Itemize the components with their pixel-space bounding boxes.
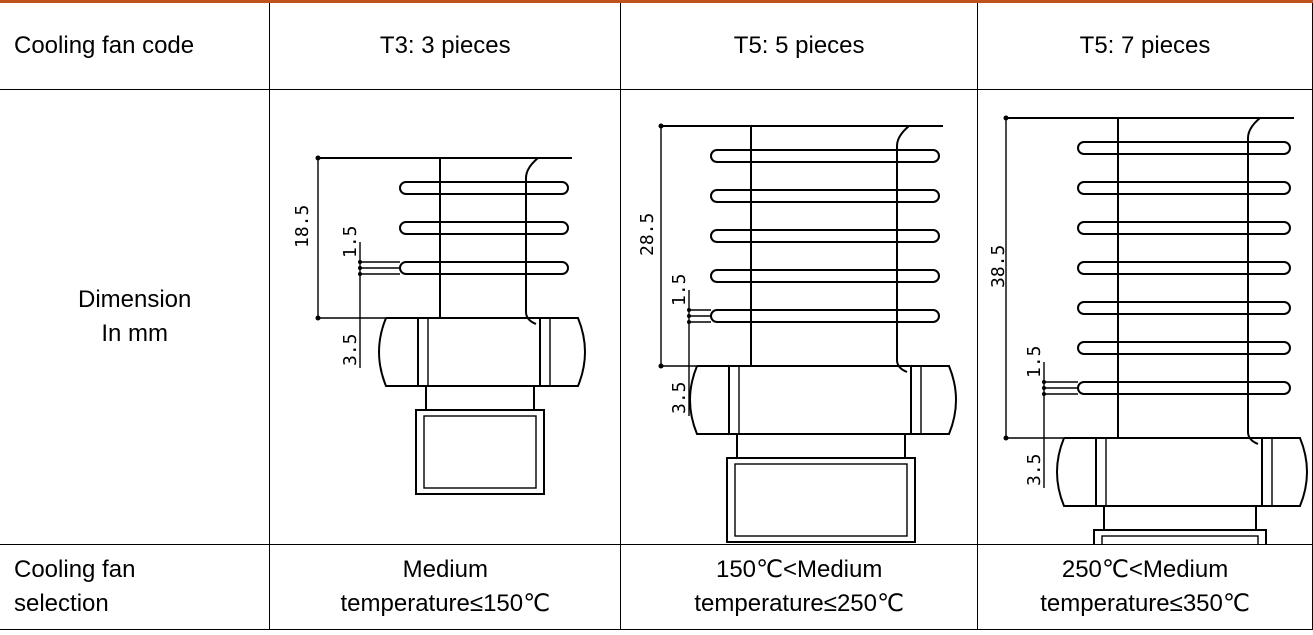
heatsink-fin (399, 221, 570, 235)
heatsink-core-curve (1247, 117, 1261, 445)
heatsink-fin (399, 261, 570, 275)
heatsink-fin (1077, 221, 1292, 235)
selection-t3: Medium temperature≤150℃ (269, 544, 622, 630)
heatsink-fin (1077, 301, 1292, 315)
heatsink-fin (399, 181, 570, 195)
selection-label-line2: selection (14, 590, 109, 617)
heatsink-core-curve (525, 157, 539, 325)
heatsink-fin (1077, 381, 1292, 395)
heatsink-drawing-t5-5: 28.5 1.5 3.5 (637, 123, 958, 543)
drawing-cell-t3: 18.5 1.5 3.5 (269, 89, 622, 545)
top-accent-line (0, 0, 1313, 3)
header-t3: T3: 3 pieces (269, 3, 622, 90)
drawing-cell-t5-7: 38.5 1.5 3.5 (977, 89, 1313, 545)
heatsink-fin (710, 309, 941, 323)
heatsink-fin (710, 189, 941, 203)
threaded-body (1093, 529, 1268, 544)
threaded-body (415, 409, 546, 495)
selection-label-cell: Cooling fan selection (0, 544, 271, 630)
header-row: Cooling fan code T3: 3 pieces T5: 5 piec… (0, 3, 1313, 90)
selection-t3-line1: Medium (402, 556, 488, 583)
hex-nut (378, 317, 587, 387)
threaded-body (726, 457, 917, 543)
threaded-body-inner (1101, 535, 1259, 544)
heatsink-drawing-t5-7: 38.5 1.5 3.5 (988, 115, 1309, 544)
heatsink-fin (1077, 341, 1292, 355)
selection-t5-5-line1: 150℃<Medium (715, 556, 883, 583)
heatsink-fin (1077, 261, 1292, 275)
selection-t5-5: 150℃<Medium temperature≤250℃ (620, 544, 979, 630)
selection-label-line1: Cooling fan (14, 556, 136, 583)
threaded-body-inner (734, 463, 908, 537)
dimension-label-fin: 1.5 (340, 225, 361, 258)
threaded-body-inner (423, 415, 538, 489)
cooling-fan-spec-table: Cooling fan code T3: 3 pieces T5: 5 piec… (0, 3, 1313, 630)
dimension-unit-label: In mm (101, 320, 169, 347)
heatsink-core-curve (896, 125, 910, 373)
dimension-label-gap: 3.5 (1024, 453, 1045, 486)
dimension-label-total: 18.5 (292, 205, 313, 248)
dimension-row: Dimension In mm 18.5 1.5 3.5 28.5 1.5 3.5 38… (0, 89, 1313, 545)
dimension-label-gap: 3.5 (669, 381, 690, 414)
dimension-label: Dimension (77, 286, 192, 313)
heatsink-fin (1077, 141, 1292, 155)
fitting-neck (1103, 505, 1258, 531)
heatsink-fin (710, 269, 941, 283)
heatsink-fin (710, 149, 941, 163)
dimension-label-fin: 1.5 (1024, 345, 1045, 378)
dimension-tick (1003, 115, 1009, 121)
dimension-tick (658, 123, 664, 129)
fitting-neck (425, 385, 536, 411)
dimension-label-fin: 1.5 (669, 273, 690, 306)
heatsink-fin (1077, 181, 1292, 195)
dimension-tick (315, 155, 321, 161)
hex-nut (689, 365, 958, 435)
dimension-label-total: 38.5 (988, 245, 1009, 288)
selection-row: Cooling fan selection Medium temperature… (0, 544, 1313, 630)
selection-t5-7-line2: temperature≤350℃ (1040, 590, 1250, 617)
heatsink-drawing-t3: 18.5 1.5 3.5 (292, 155, 587, 495)
selection-t5-5-line2: temperature≤250℃ (694, 590, 904, 617)
header-t5-5: T5: 5 pieces (620, 3, 979, 90)
header-t5-7: T5: 7 pieces (977, 3, 1313, 90)
heatsink-fin (710, 229, 941, 243)
selection-t5-7: 250℃<Medium temperature≤350℃ (977, 544, 1313, 630)
selection-t3-line2: temperature≤150℃ (340, 590, 551, 617)
dimension-label-cell: Dimension In mm (0, 89, 271, 545)
hex-nut (1056, 437, 1309, 507)
selection-t5-7-line1: 250℃<Medium (1061, 556, 1229, 583)
drawing-cell-t5-5: 28.5 1.5 3.5 (620, 89, 979, 545)
dimension-label-total: 28.5 (637, 213, 658, 256)
header-cooling-fan-code: Cooling fan code (0, 3, 271, 90)
dimension-label-gap: 3.5 (340, 333, 361, 366)
fitting-neck (736, 433, 907, 459)
